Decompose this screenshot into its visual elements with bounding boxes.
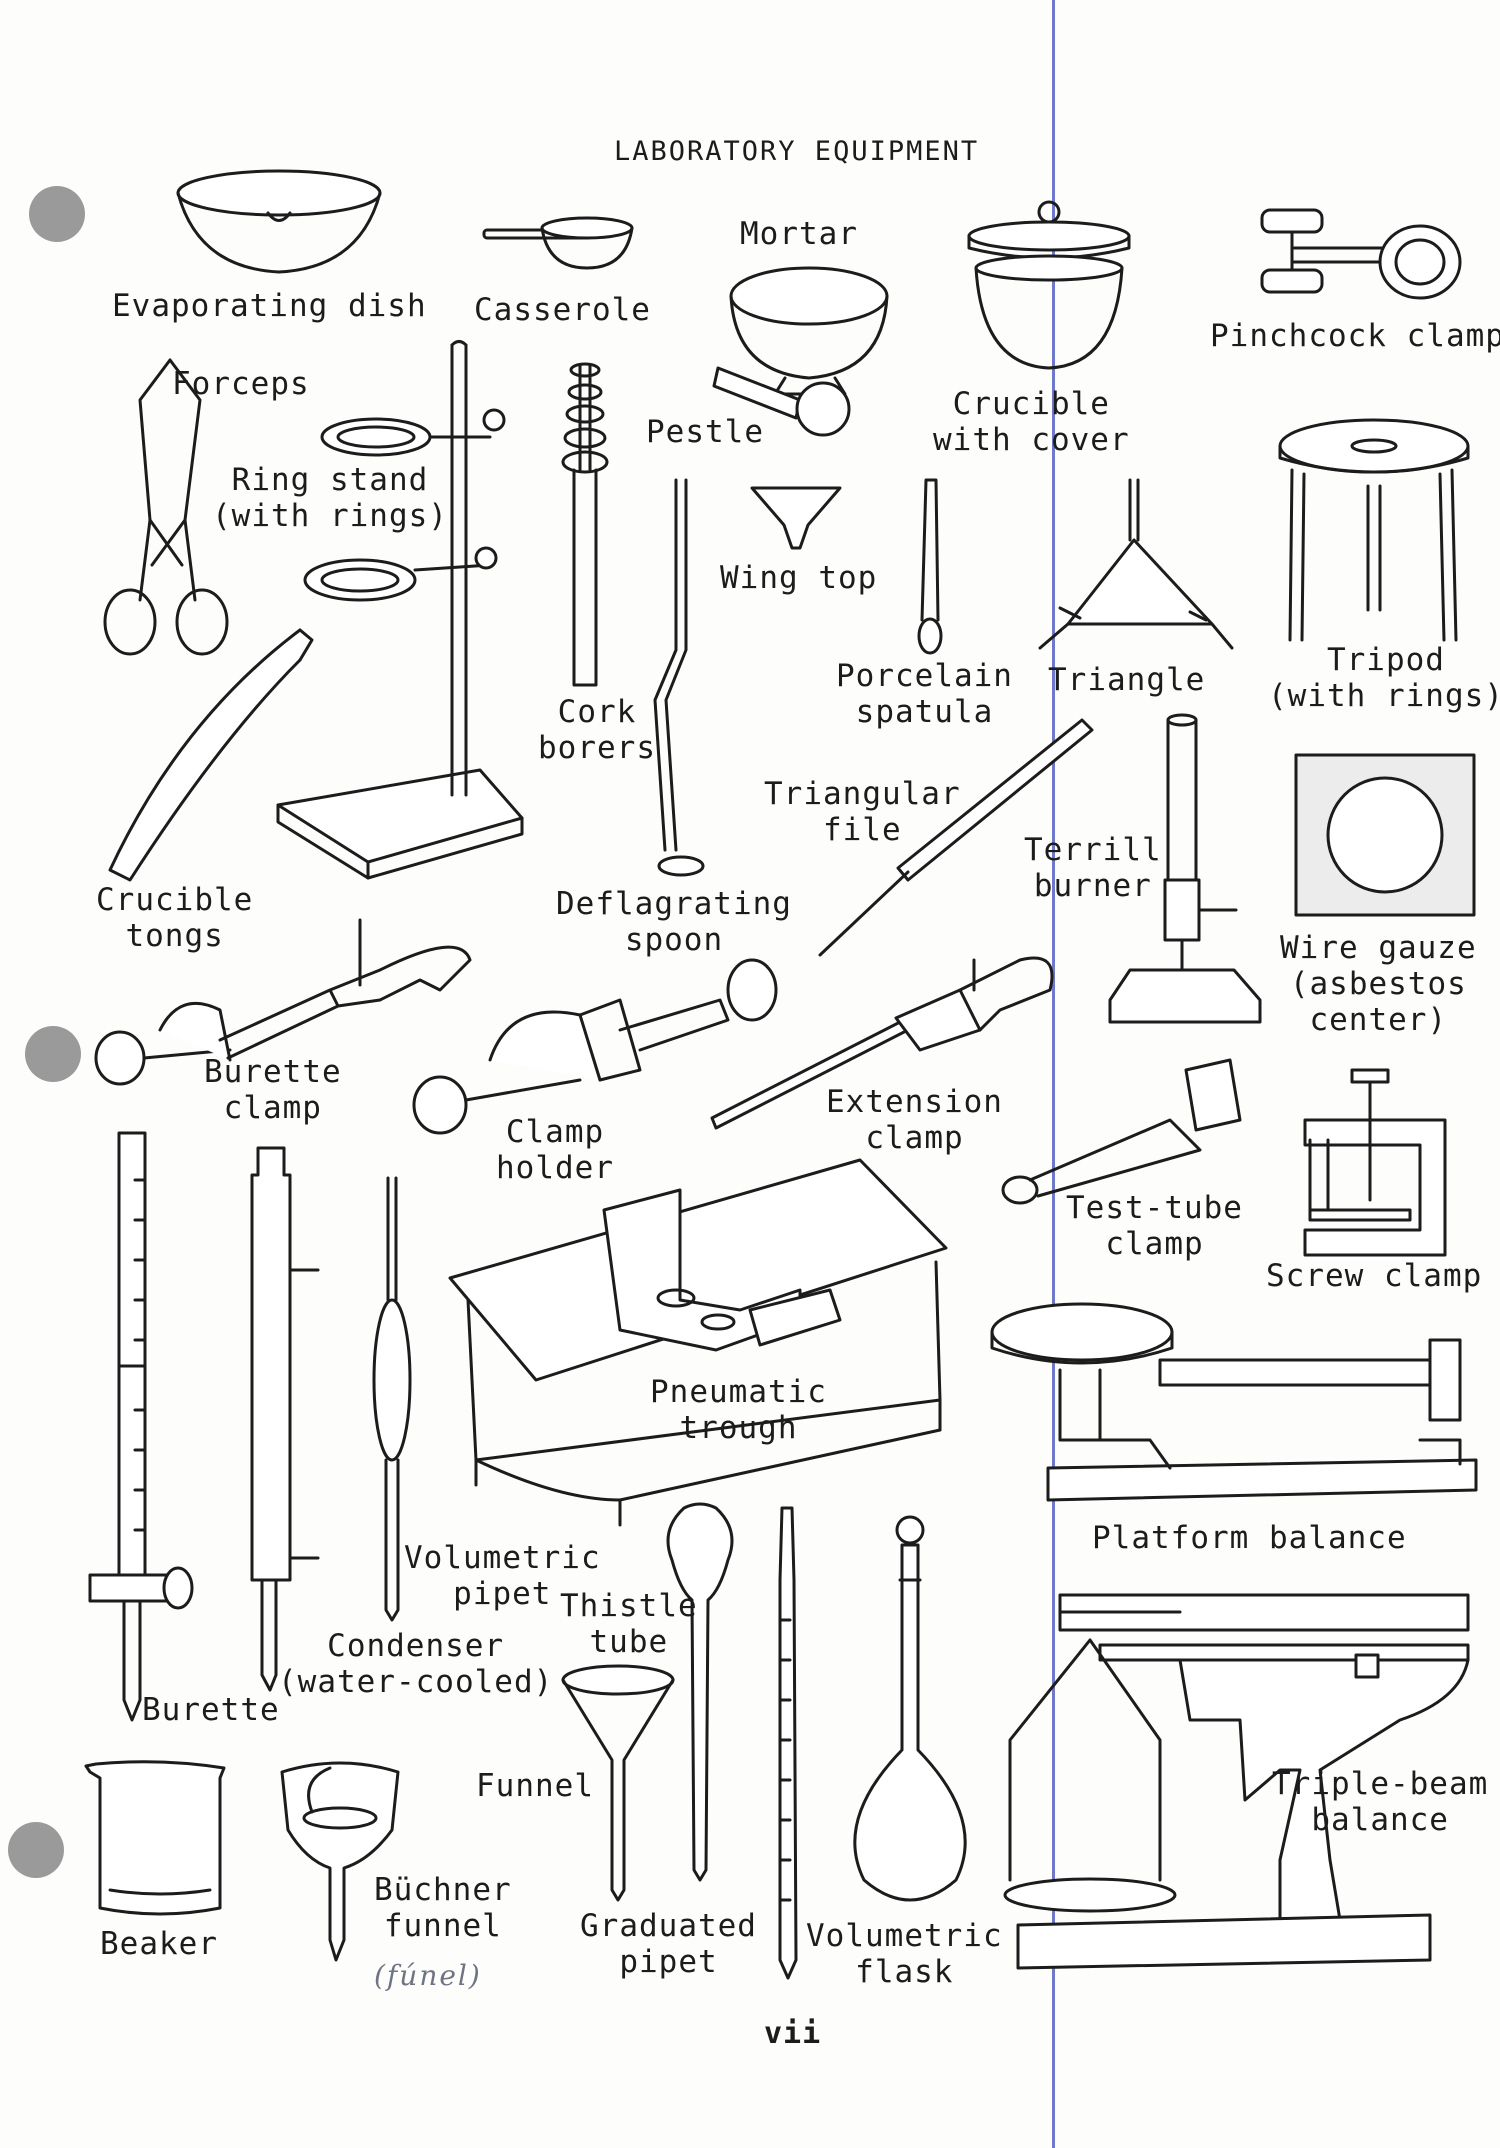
volumetric-flask-icon bbox=[855, 1517, 965, 1900]
page-number: vii bbox=[764, 2016, 822, 2051]
label-triangle: Triangle bbox=[1048, 662, 1206, 698]
label-screw-clamp: Screw clamp bbox=[1266, 1258, 1483, 1294]
label-crucible-tongs: Crucible tongs bbox=[96, 882, 254, 954]
thistle-tube-icon bbox=[668, 1504, 732, 1880]
label-extension-clamp: Extension clamp bbox=[826, 1084, 1003, 1156]
handwritten-note: (fúnel) bbox=[374, 1959, 482, 1992]
casserole-icon bbox=[484, 218, 632, 268]
terrill-burner-icon bbox=[1110, 715, 1260, 1022]
label-platform-balance: Platform balance bbox=[1092, 1520, 1407, 1556]
label-test-tube-clamp: Test-tube clamp bbox=[1066, 1190, 1243, 1262]
buchner-funnel-icon bbox=[282, 1763, 398, 1960]
beaker-icon bbox=[86, 1762, 224, 1914]
label-volumetric-pipet: Volumetric pipet bbox=[404, 1540, 601, 1612]
label-pinchcock-clamp: Pinchcock clamp bbox=[1210, 318, 1500, 354]
label-terrill-burner: Terrill burner bbox=[1024, 832, 1162, 904]
label-crucible-with-cover: Crucible with cover bbox=[933, 386, 1130, 458]
wing-top-icon bbox=[752, 488, 840, 548]
deflagrating-spoon-icon bbox=[655, 480, 703, 875]
cork-borers-icon bbox=[563, 364, 607, 685]
punch-hole-middle bbox=[25, 1026, 81, 1082]
label-triple-beam-balance: Triple-beam balance bbox=[1272, 1766, 1489, 1838]
burette-clamp-icon bbox=[96, 920, 470, 1084]
forceps-icon bbox=[105, 360, 227, 654]
pinchcock-clamp-icon bbox=[1262, 210, 1460, 298]
volumetric-pipet-icon bbox=[374, 1178, 410, 1620]
mortar-icon bbox=[731, 268, 887, 394]
label-graduated-pipet: Graduated pipet bbox=[580, 1908, 757, 1980]
label-pestle: Pestle bbox=[646, 414, 764, 450]
punch-hole-top bbox=[29, 186, 85, 242]
label-clamp-holder: Clamp holder bbox=[496, 1114, 614, 1186]
crucible-tongs-icon bbox=[110, 630, 312, 880]
platform-balance-icon bbox=[992, 1304, 1476, 1500]
label-volumetric-flask: Volumetric flask bbox=[806, 1918, 1003, 1990]
label-beaker: Beaker bbox=[100, 1926, 218, 1962]
label-casserole: Casserole bbox=[474, 292, 651, 328]
evaporating-dish-icon bbox=[178, 171, 380, 272]
tripod-icon bbox=[1280, 420, 1468, 640]
label-cork-borers: Cork borers bbox=[538, 694, 656, 766]
punch-hole-bottom bbox=[8, 1822, 64, 1878]
clamp-holder-icon bbox=[414, 960, 776, 1133]
screw-clamp-icon bbox=[1305, 1070, 1445, 1255]
triple-beam-balance-icon bbox=[1005, 1595, 1468, 1968]
test-tube-clamp-icon bbox=[1003, 1060, 1240, 1203]
triangular-file-icon bbox=[820, 720, 1092, 955]
label-deflagrating-spoon: Deflagrating spoon bbox=[556, 886, 792, 958]
label-thistle-tube: Thistle tube bbox=[560, 1588, 698, 1660]
page-title: LABORATORY EQUIPMENT bbox=[614, 136, 980, 167]
label-condenser: Condenser (water-cooled) bbox=[278, 1628, 554, 1700]
label-forceps: Forceps bbox=[172, 366, 310, 402]
graduated-pipet-icon bbox=[780, 1508, 796, 1978]
funnel-icon bbox=[563, 1666, 673, 1900]
label-evaporating-dish: Evaporating dish bbox=[112, 288, 427, 324]
extension-clamp-icon bbox=[712, 958, 1052, 1128]
condenser-icon bbox=[252, 1148, 318, 1690]
label-pneumatic-trough: Pneumatic trough bbox=[650, 1374, 827, 1446]
label-burette-clamp: Burette clamp bbox=[204, 1054, 342, 1126]
wire-gauze-icon bbox=[1296, 755, 1474, 915]
label-mortar: Mortar bbox=[740, 216, 858, 252]
porcelain-spatula-icon bbox=[919, 480, 941, 653]
label-wing-top: Wing top bbox=[720, 560, 878, 596]
triangle-icon bbox=[1040, 480, 1232, 648]
label-porcelain-spatula: Porcelain spatula bbox=[836, 658, 1013, 730]
pneumatic-trough-icon bbox=[450, 1160, 946, 1525]
ring-stand-icon bbox=[278, 342, 522, 879]
label-wire-gauze: Wire gauze (asbestos center) bbox=[1280, 930, 1477, 1038]
label-triangular-file: Triangular file bbox=[764, 776, 961, 848]
label-ring-stand: Ring stand (with rings) bbox=[212, 462, 448, 534]
burette-icon bbox=[90, 1133, 192, 1720]
label-funnel: Funnel bbox=[476, 1768, 594, 1804]
label-tripod: Tripod (with rings) bbox=[1268, 642, 1500, 714]
label-burette: Burette bbox=[142, 1692, 280, 1728]
margin-line bbox=[1052, 0, 1055, 2148]
label-buchner-funnel: Büchner funnel bbox=[374, 1872, 512, 1944]
crucible-with-cover-icon bbox=[969, 202, 1129, 368]
pestle-icon bbox=[714, 368, 849, 435]
